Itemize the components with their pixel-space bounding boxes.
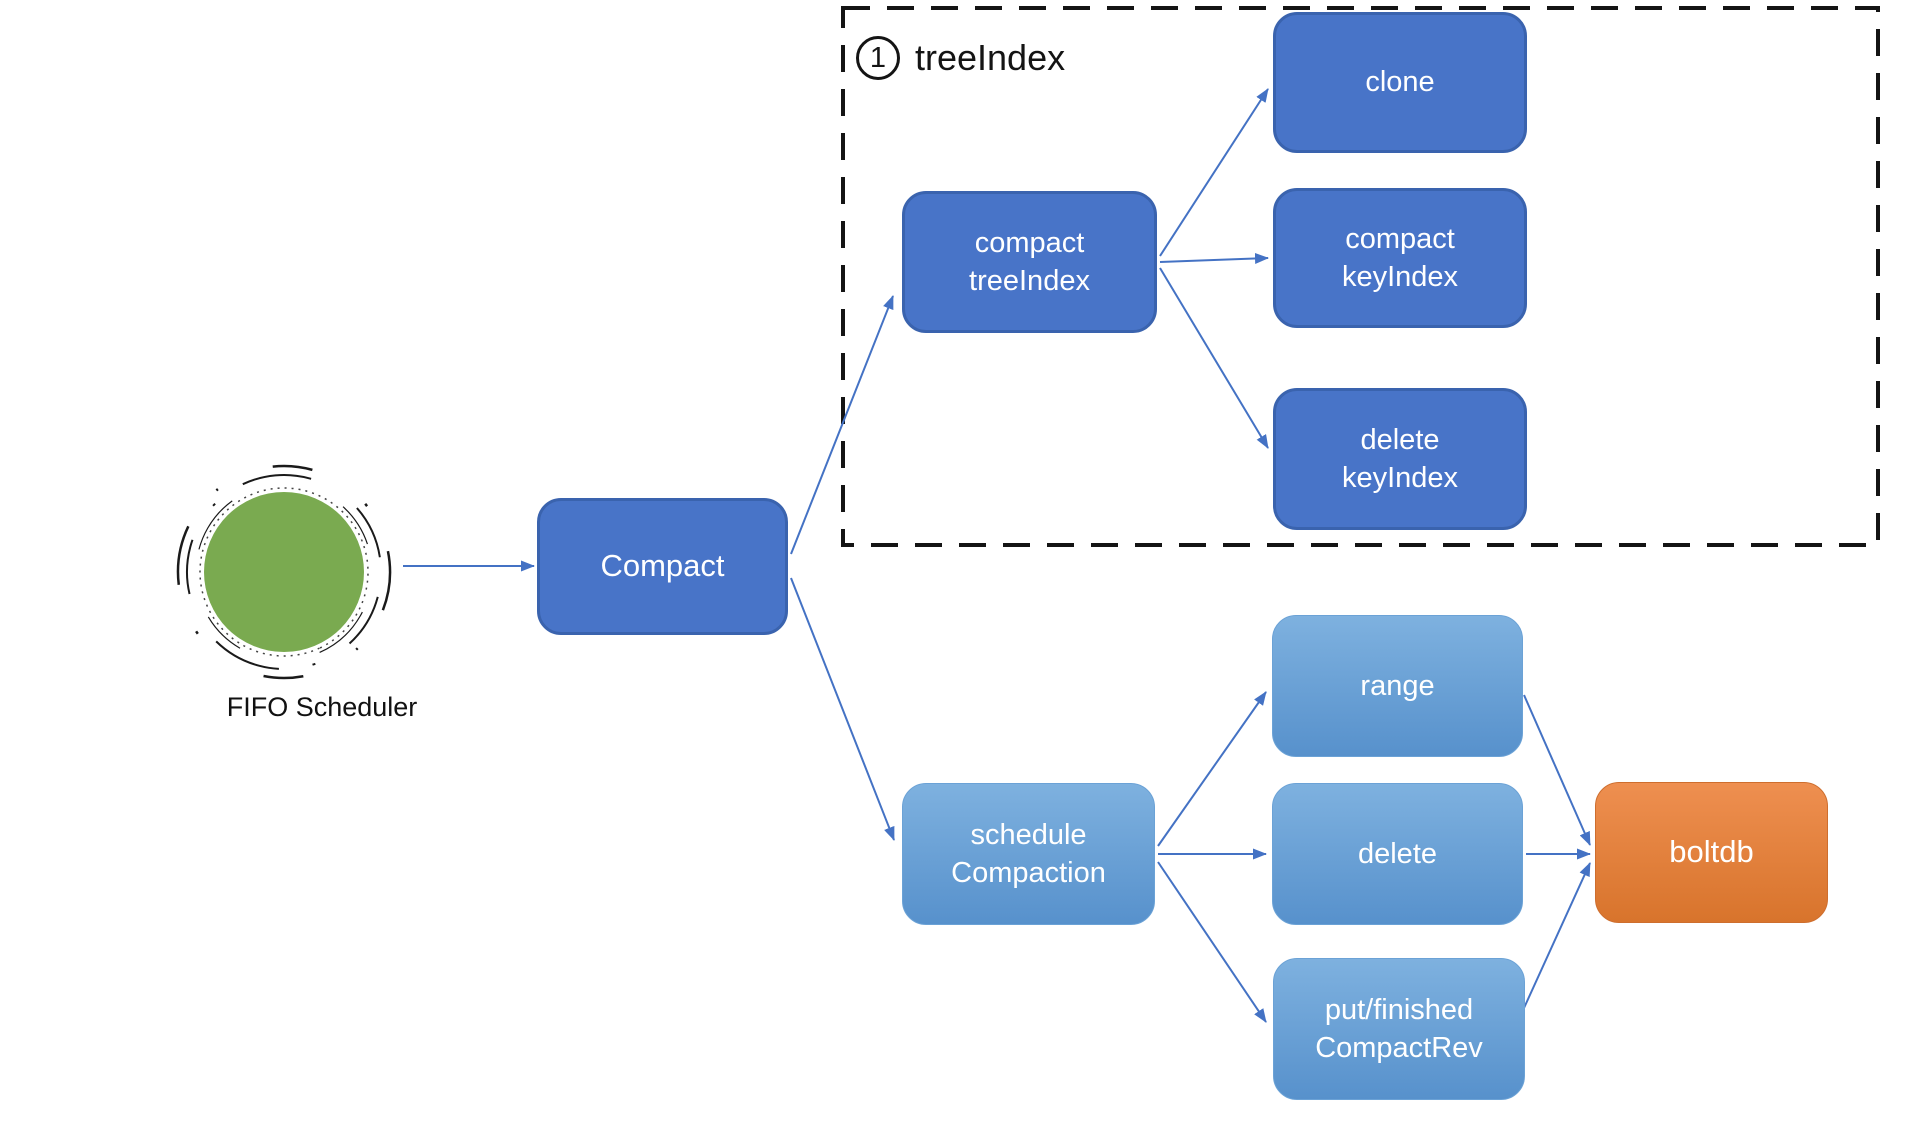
arrow-schedule-to-put-finished: [1157, 861, 1267, 1023]
arrow-compact-to-compact-treeindex: [790, 295, 894, 555]
arrow-compact-to-schedule-compaction: [790, 577, 895, 841]
node-boltdb: boltdb: [1595, 782, 1828, 923]
arrow-treeindex-to-delete-keyindex: [1159, 267, 1269, 449]
node-put-finished-compactrev: put/finished CompactRev: [1273, 958, 1525, 1100]
node-range: range: [1272, 615, 1523, 757]
circled-one-badge: 1: [856, 36, 900, 80]
fifo-scheduler-circle: [204, 492, 364, 652]
node-delete-keyindex: delete keyIndex: [1273, 388, 1527, 530]
arrow-treeindex-to-clone: [1159, 88, 1269, 257]
scheduler-sketch-ring: [176, 464, 392, 680]
node-compact-keyindex: compact keyIndex: [1273, 188, 1527, 328]
fifo-scheduler-label: FIFO Scheduler: [226, 692, 418, 722]
tree-index-group-title: treeIndex: [915, 37, 1066, 78]
tree-index-group-label: 1 treeIndex: [856, 36, 1065, 80]
node-compact: Compact: [537, 498, 788, 635]
arrow-range-to-boltdb: [1523, 694, 1591, 846]
node-compact-treeindex: compact treeIndex: [902, 191, 1157, 333]
node-schedule-compaction: schedule Compaction: [902, 783, 1155, 925]
node-delete: delete: [1272, 783, 1523, 925]
arrow-schedule-to-range: [1157, 691, 1267, 847]
node-clone: clone: [1273, 12, 1527, 153]
arrow-put-finished-to-boltdb: [1523, 862, 1591, 1009]
tree-index-group-border: [841, 6, 1880, 547]
arrow-treeindex-to-compact-keyindex: [1159, 252, 1269, 264]
